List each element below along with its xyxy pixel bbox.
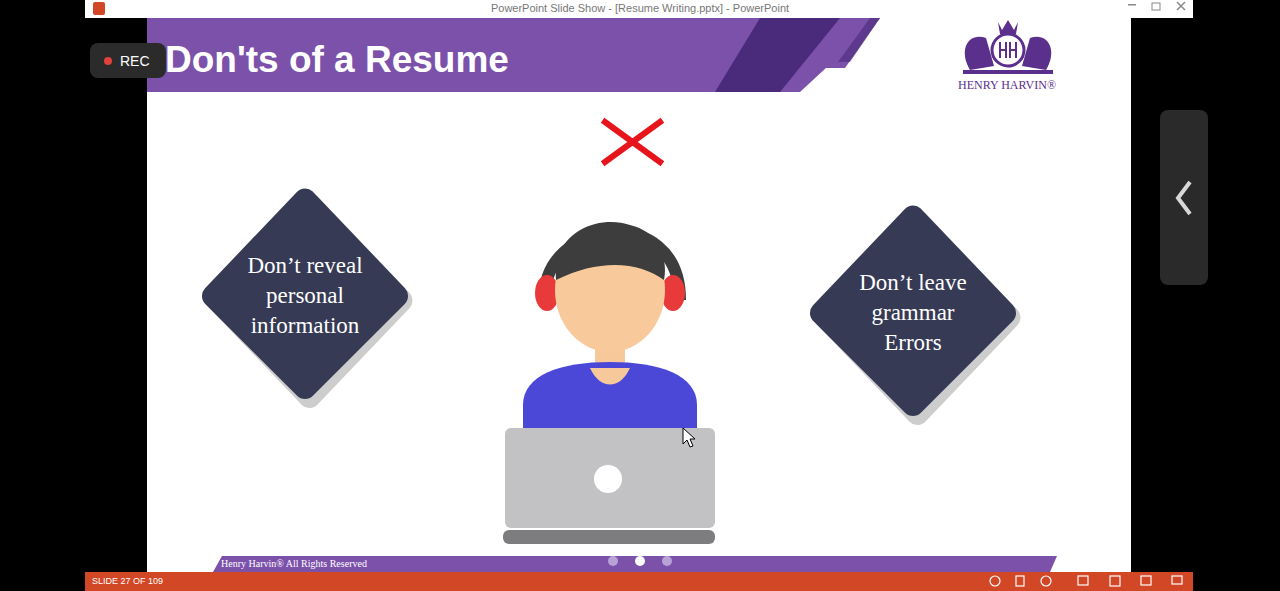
- diamond-text: Don’t leave grammar Errors: [843, 268, 983, 358]
- logo-text: HENRY HARVIN®: [958, 78, 1056, 92]
- slide-counter: SLIDE 27 OF 109: [92, 575, 163, 587]
- recording-badge: REC: [120, 52, 150, 70]
- decision-diamond: Don’t reveal personal information: [193, 184, 417, 408]
- diamond-text: Don’t reveal personal information: [235, 251, 375, 341]
- footer-text: Henry Harvin® All Rights Reserved: [221, 558, 367, 570]
- window-title: PowerPoint Slide Show - [Resume Writing.…: [491, 1, 789, 15]
- slide-title: Don'ts of a Resume: [165, 38, 509, 82]
- decision-diamond: Don’t leave grammar Errors: [801, 201, 1025, 425]
